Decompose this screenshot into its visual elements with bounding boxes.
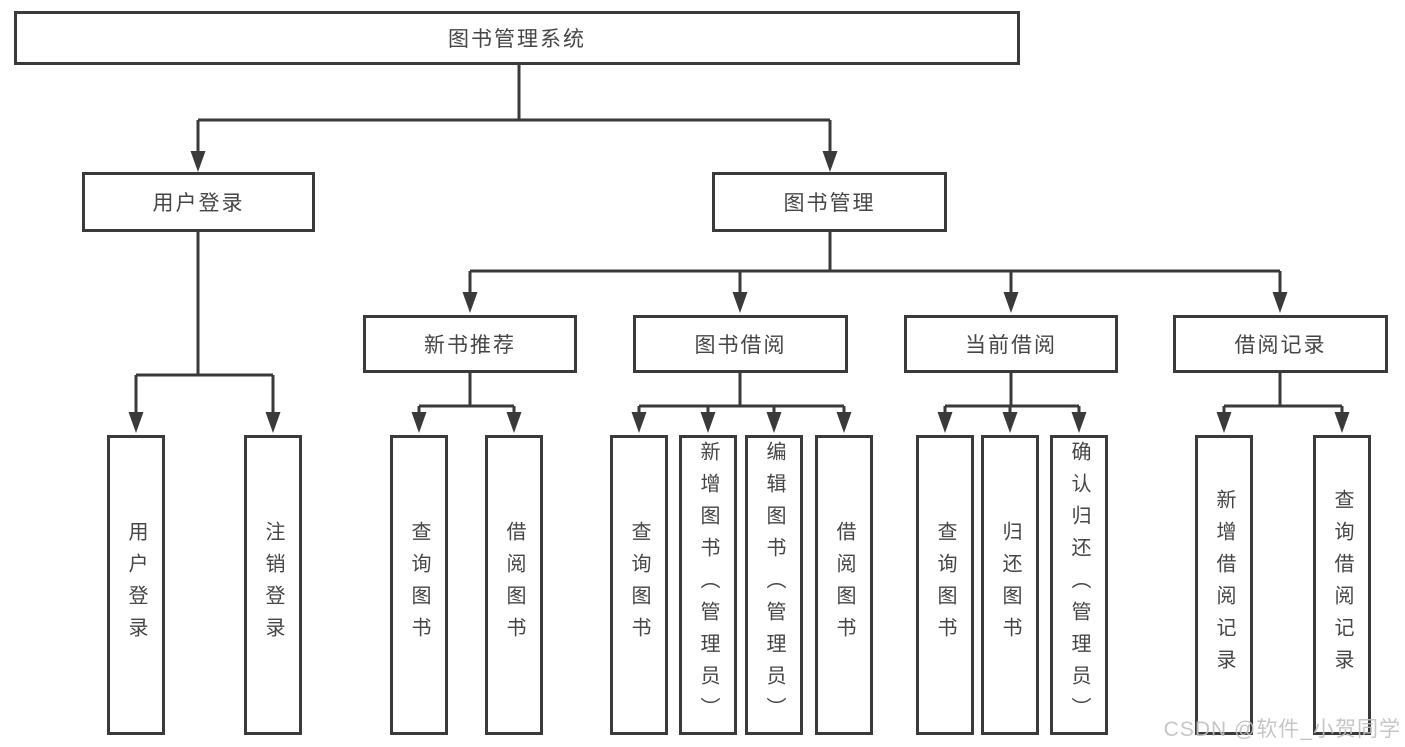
node-label: 借阅图书 [833, 521, 855, 649]
leaf-add-books-admin: 新增图书（管理员） [679, 435, 737, 735]
leaf-query-books-current: 查询图书 [916, 435, 974, 735]
leaf-return-books: 归还图书 [981, 435, 1039, 735]
node-label: 查询图书 [628, 521, 650, 649]
connector-root-to-level2 [190, 64, 838, 172]
connector-new-book-recommend-children [411, 373, 522, 433]
node-user-login: 用户登录 [82, 172, 315, 232]
node-book-borrow: 图书借阅 [633, 315, 848, 373]
arrow-down-icon [732, 292, 748, 313]
arrow-down-icon [462, 292, 478, 313]
node-label: 当前借阅 [965, 334, 1057, 357]
node-label: 新书推荐 [424, 334, 516, 357]
node-label: 借阅图书 [503, 521, 525, 649]
node-label: 图书管理 [783, 192, 876, 215]
connector-current-borrow-children [937, 373, 1087, 433]
node-label: 编辑图书（管理员） [763, 441, 785, 729]
node-label: 新增借阅记录 [1213, 489, 1235, 681]
node-label: 新增图书（管理员） [697, 441, 719, 729]
csdn-watermark: CSDN @软件_小贺同学 [1163, 718, 1401, 741]
arrow-down-icon [506, 412, 522, 433]
leaf-confirm-return-admin: 确认归还（管理员） [1050, 435, 1108, 735]
arrow-down-icon [1334, 412, 1350, 433]
node-label: 用户登录 [125, 521, 147, 649]
arrow-down-icon [128, 412, 144, 433]
arrow-down-icon [190, 151, 206, 172]
node-borrow-records: 借阅记录 [1173, 315, 1388, 373]
node-label: 查询图书 [934, 521, 956, 649]
node-label: 借阅记录 [1234, 334, 1327, 357]
arrow-down-icon [766, 412, 782, 433]
node-label: 图书借阅 [694, 334, 787, 357]
node-label: 确认归还（管理员） [1068, 441, 1090, 729]
node-label: 查询借阅记录 [1331, 489, 1353, 681]
node-book-management: 图书管理 [712, 172, 947, 232]
connector-book-borrow-children [631, 373, 852, 433]
arrow-down-icon [1071, 412, 1087, 433]
leaf-query-borrow-record: 查询借阅记录 [1313, 435, 1371, 735]
connector-book-management-to-level3 [462, 232, 1288, 313]
arrow-down-icon [631, 412, 647, 433]
arrow-down-icon [700, 412, 716, 433]
leaf-user-login: 用户登录 [107, 435, 165, 735]
leaf-logout: 注销登录 [244, 435, 302, 735]
node-label: 归还图书 [999, 521, 1021, 649]
node-current-borrow: 当前借阅 [904, 315, 1118, 373]
node-label: 查询图书 [408, 521, 430, 649]
leaf-add-borrow-record: 新增借阅记录 [1195, 435, 1253, 735]
arrow-down-icon [1002, 412, 1018, 433]
leaf-edit-books-admin: 编辑图书（管理员） [745, 435, 803, 735]
leaf-query-books-borrow: 查询图书 [610, 435, 668, 735]
connector-user-login-children [128, 232, 281, 433]
arrow-down-icon [1216, 412, 1232, 433]
arrow-down-icon [411, 412, 427, 433]
arrow-down-icon [822, 151, 838, 172]
arrow-down-icon [836, 412, 852, 433]
node-new-book-recommend: 新书推荐 [363, 315, 577, 373]
connector-borrow-records-children [1216, 373, 1350, 433]
arrow-down-icon [937, 412, 953, 433]
node-label: 注销登录 [262, 521, 284, 649]
leaf-borrow-books-recommend: 借阅图书 [485, 435, 543, 735]
node-label: 用户登录 [152, 192, 245, 215]
leaf-query-books-recommend: 查询图书 [390, 435, 448, 735]
arrow-down-icon [1003, 292, 1019, 313]
node-library-system: 图书管理系统 [14, 11, 1020, 65]
arrow-down-icon [1272, 292, 1288, 313]
leaf-borrow-books: 借阅图书 [815, 435, 873, 735]
node-label: 图书管理系统 [448, 28, 586, 51]
arrow-down-icon [265, 412, 281, 433]
